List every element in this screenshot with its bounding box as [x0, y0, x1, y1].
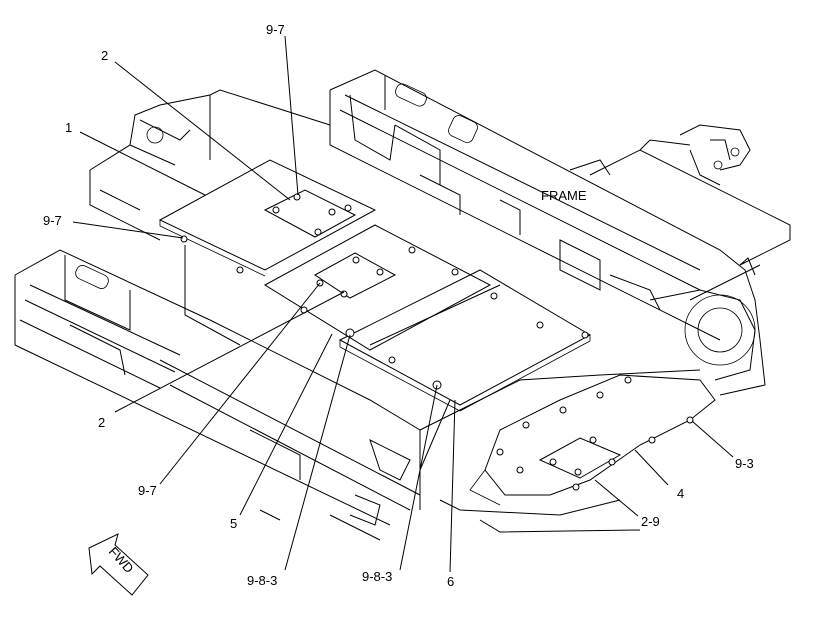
callout-2-9: 2-9: [641, 514, 660, 529]
callout-5: 5: [230, 516, 237, 531]
callout-9-7-top: 9-7: [266, 22, 285, 37]
upper-left-bracket: [89, 89, 331, 346]
callout-6: 6: [447, 574, 454, 589]
right-frame-rail: [329, 69, 766, 396]
leader-lines: [72, 35, 734, 573]
frame-label: FRAME: [541, 188, 587, 203]
bolts: [180, 193, 694, 491]
callout-2-top: 2: [101, 48, 108, 63]
callout-9-8-3-a: 9-8-3: [247, 573, 277, 588]
side-guard-4: [469, 374, 716, 506]
callout-2-bottom: 2: [98, 415, 105, 430]
callout-9-3: 9-3: [735, 456, 754, 471]
fwd-arrow-icon: FWD: [88, 533, 149, 596]
floor-plates: [158, 159, 592, 412]
callout-9-7-left: 9-7: [43, 213, 62, 228]
callout-4: 4: [677, 486, 684, 501]
callout-9-8-3-b: 9-8-3: [362, 569, 392, 584]
callout-9-7-bottom: 9-7: [138, 483, 157, 498]
frame-bracket: [569, 124, 791, 266]
callout-1: 1: [65, 120, 72, 135]
cross-member: [419, 369, 701, 533]
fwd-label: FWD: [106, 544, 137, 576]
